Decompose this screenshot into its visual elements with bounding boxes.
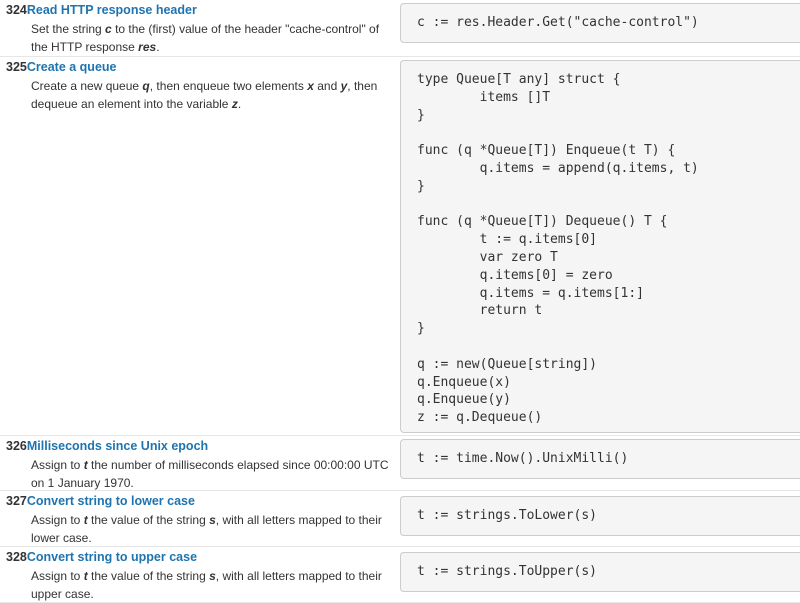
idiom-heading: 324Read HTTP response header [6,2,396,18]
idiom-heading: 326Milliseconds since Unix epoch [6,438,396,454]
idiom-description: Create a new queue q, then enqueue two e… [31,79,378,111]
idiom-title-link[interactable]: Convert string to lower case [26,494,195,508]
idiom-number: 327 [6,494,27,508]
idiom-heading: 327Convert string to lower case [6,493,396,509]
code-block[interactable]: t := time.Now().UnixMilli() [400,439,800,479]
idiom-row: 324Read HTTP response header Set the str… [0,0,800,57]
idiom-number: 328 [6,550,27,564]
idiom-title-link[interactable]: Milliseconds since Unix epoch [26,439,209,453]
idiom-row: 327Convert string to lower case Assign t… [0,491,800,547]
idiom-description: Assign to t the number of milliseconds e… [31,458,389,490]
idiom-info: 326Milliseconds since Unix epoch Assign … [6,438,396,492]
idiom-title-link[interactable]: Create a queue [26,60,117,74]
idiom-number: 326 [6,439,27,453]
idiom-row: 328Convert string to upper case Assign t… [0,547,800,603]
code-block[interactable]: t := strings.ToLower(s) [400,496,800,536]
code-block[interactable]: t := strings.ToUpper(s) [400,552,800,592]
idiom-info: 328Convert string to upper case Assign t… [6,549,396,603]
idiom-row: 325Create a queue Create a new queue q, … [0,57,800,436]
idiom-description: Assign to t the value of the string s, w… [31,513,382,545]
idiom-title-link[interactable]: Convert string to upper case [26,550,198,564]
idiom-info: 324Read HTTP response header Set the str… [6,2,396,56]
idiom-row: 326Milliseconds since Unix epoch Assign … [0,436,800,491]
idiom-heading: 325Create a queue [6,59,396,75]
idiom-title-link[interactable]: Read HTTP response header [26,3,197,17]
idiom-heading: 328Convert string to upper case [6,549,396,565]
idiom-description: Assign to t the value of the string s, w… [31,569,382,601]
idiom-number: 324 [6,3,27,17]
code-block[interactable]: c := res.Header.Get("cache-control") [400,3,800,43]
idiom-description: Set the string c to the (first) value of… [31,22,380,54]
code-block[interactable]: type Queue[T any] struct { items []T } f… [400,60,800,433]
idiom-info: 325Create a queue Create a new queue q, … [6,59,396,113]
idiom-number: 325 [6,60,27,74]
idiom-info: 327Convert string to lower case Assign t… [6,493,396,547]
